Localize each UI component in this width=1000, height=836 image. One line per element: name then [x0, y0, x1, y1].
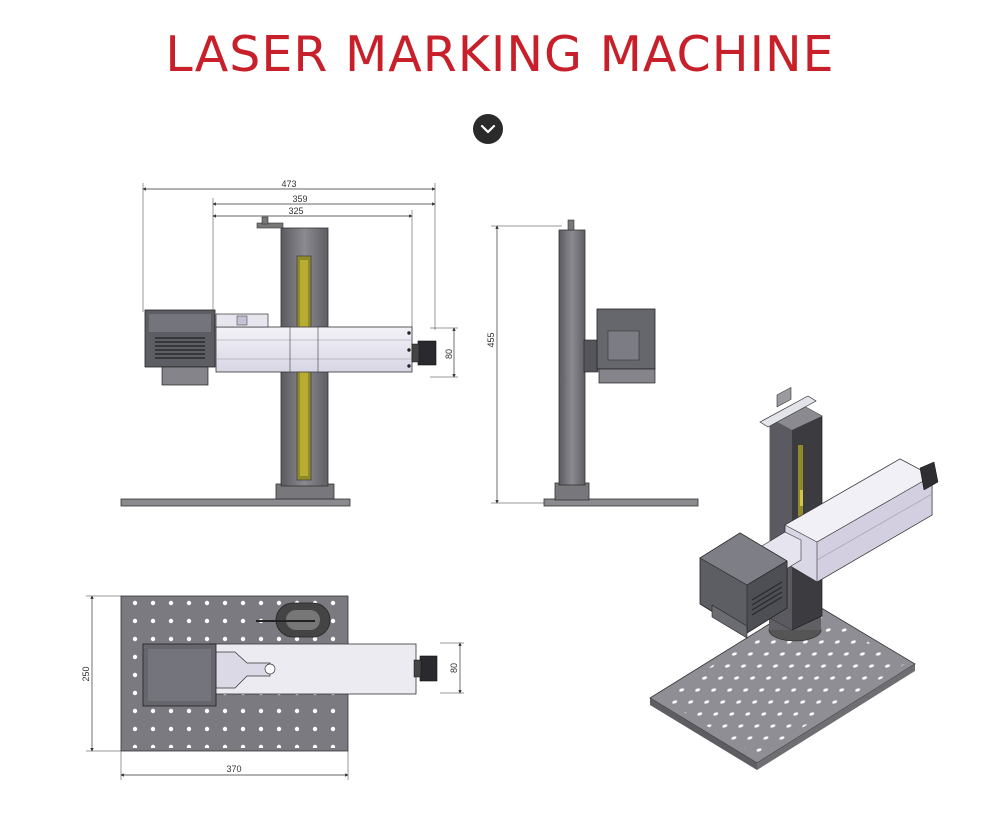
dim-455: 455: [486, 332, 496, 347]
dim-80-front: 80: [444, 349, 454, 359]
dim-370: 370: [226, 764, 241, 774]
front-view: 473 359 325 80: [120, 179, 458, 507]
isometric-view: [649, 386, 939, 770]
side-view: 455: [486, 219, 699, 507]
top-view: 250 370 80: [81, 595, 464, 780]
dim-80-top: 80: [449, 663, 459, 673]
chevron-down-icon: [480, 124, 496, 134]
dim-325: 325: [288, 206, 303, 216]
dim-250: 250: [81, 666, 91, 681]
dim-473: 473: [281, 179, 296, 189]
dim-359: 359: [292, 194, 307, 204]
scroll-down-button[interactable]: [473, 114, 503, 144]
page-title: LASER MARKING MACHINE: [165, 26, 835, 83]
